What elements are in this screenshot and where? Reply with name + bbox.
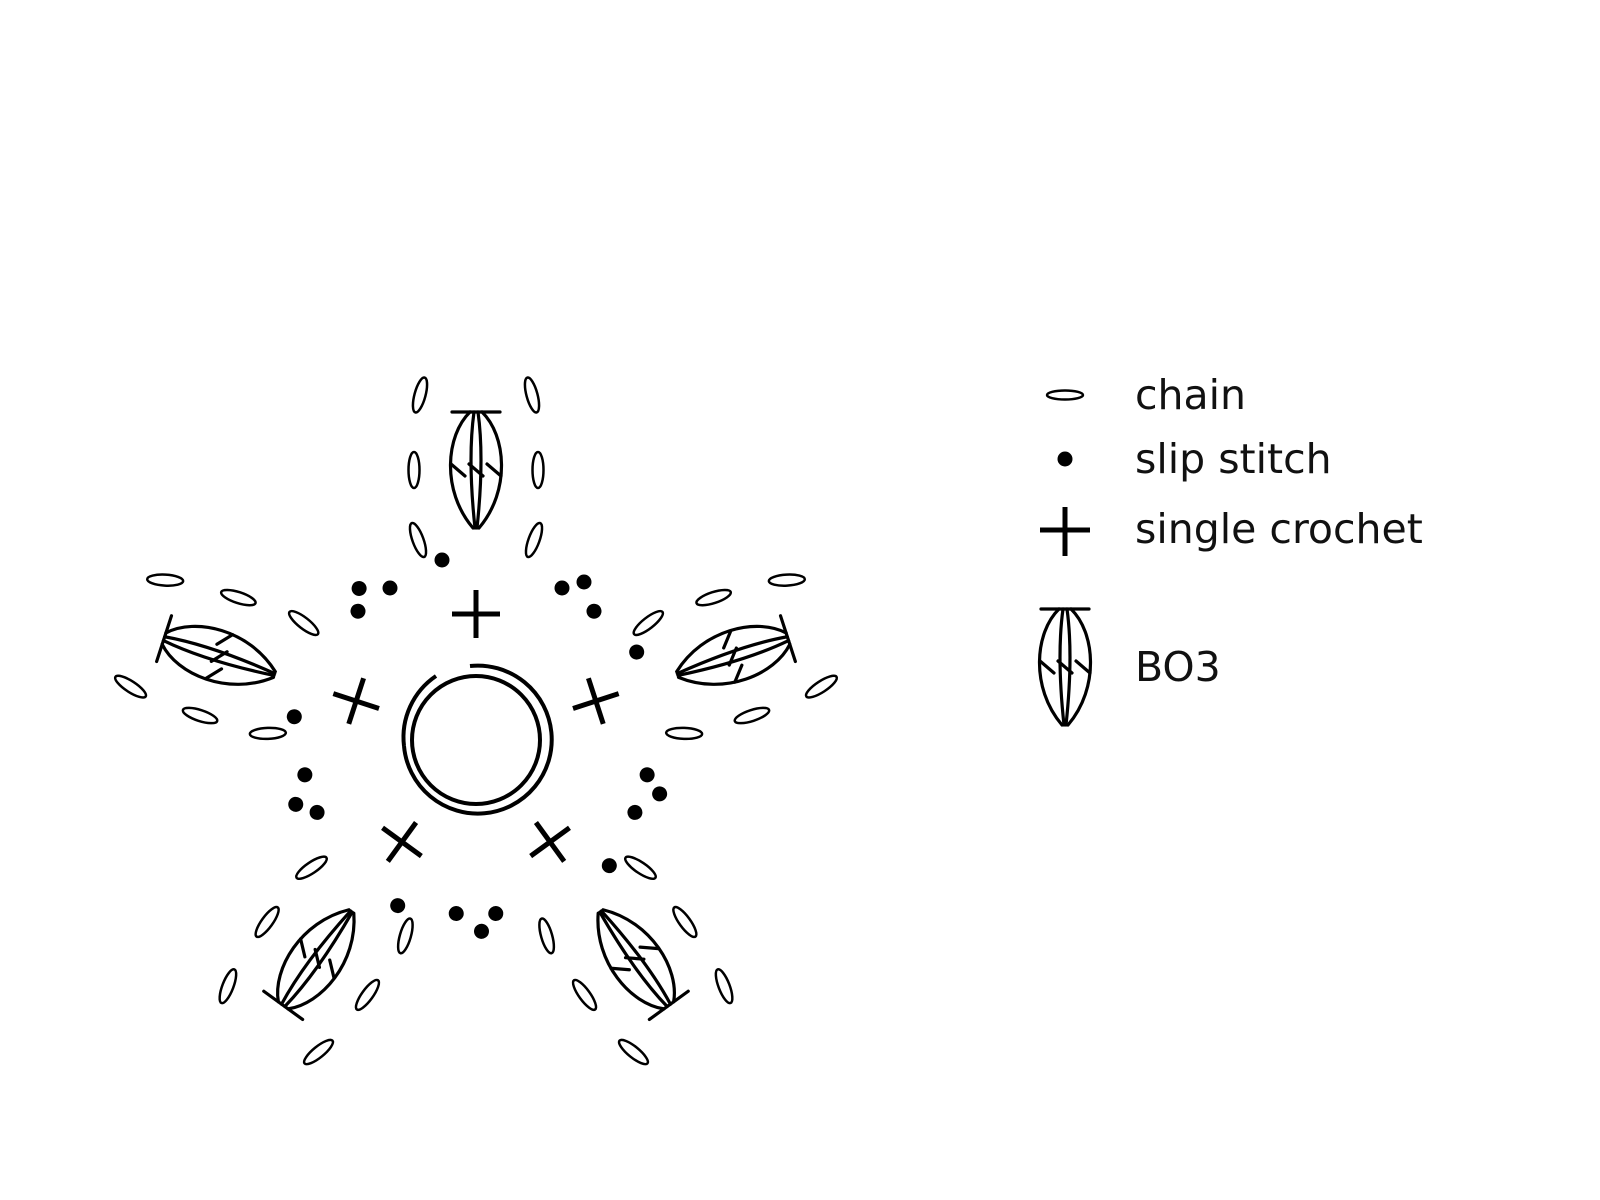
single-crochet-stitch <box>572 677 620 725</box>
chain-stitch <box>617 1038 650 1066</box>
bo3-stitch <box>262 908 356 1022</box>
single-crochet-stitch <box>332 677 380 725</box>
chain-stitch <box>354 978 381 1012</box>
slip-stitch <box>351 580 367 596</box>
bo3-symbol <box>1037 607 1093 727</box>
magic-ring <box>401 663 554 816</box>
chain-stitch <box>113 674 148 699</box>
legend-label-slip-stitch: slip stitch <box>1135 435 1332 483</box>
legend-label-bo3: BO3 <box>1135 643 1221 691</box>
chain-stitch <box>181 706 219 725</box>
chain-stitch <box>407 450 421 490</box>
slip-stitch <box>639 767 655 783</box>
crochet-flower-chart <box>113 376 839 1066</box>
slip-stitch <box>390 898 406 914</box>
slip-stitch <box>448 906 464 922</box>
petal <box>382 376 592 638</box>
single-crochet-icon <box>1040 507 1090 556</box>
slip-stitch-icon <box>1057 451 1073 467</box>
bo3-stitch <box>155 614 277 686</box>
chain-stitch <box>254 905 280 939</box>
slip-stitch <box>627 804 643 820</box>
chain-stitch <box>218 968 238 1005</box>
bo3-icon <box>1037 607 1093 727</box>
petal <box>113 573 380 783</box>
slip-stitch <box>382 580 398 596</box>
chain-stitch <box>295 855 329 881</box>
slip-stitch <box>576 574 592 590</box>
chain-stitch <box>571 978 598 1012</box>
single-crochet-stitch <box>452 590 500 638</box>
chain-stitch <box>408 521 428 559</box>
legend-item-slip-stitch: slip stitch <box>1057 435 1332 483</box>
slip-stitch <box>434 552 450 568</box>
slip-stitch <box>297 767 313 783</box>
petal <box>473 804 734 1066</box>
chain-stitch <box>632 609 665 637</box>
single-crochet-stitch <box>529 821 571 863</box>
bo3-stitch <box>448 410 504 530</box>
chain-stitch <box>396 917 414 955</box>
chain-stitch <box>623 855 657 881</box>
chain-stitch <box>714 968 734 1005</box>
chain-stitch <box>538 917 556 955</box>
chain-stitch <box>523 376 541 414</box>
legend-label-single-crochet: single crochet <box>1135 505 1423 553</box>
chain-stitch <box>411 376 429 414</box>
bo3-stitch <box>596 908 690 1022</box>
chain-stitch <box>524 521 544 559</box>
slip-stitch <box>286 709 302 725</box>
slip-stitch <box>601 858 617 874</box>
slip-stitch <box>586 603 602 619</box>
chain-icon <box>1045 389 1085 401</box>
chain-stitch <box>219 588 257 607</box>
slip-stitch <box>350 603 366 619</box>
slip-stitch <box>629 644 645 660</box>
chain-stitch <box>248 726 288 741</box>
slip-stitch <box>488 906 504 922</box>
legend-label-chain: chain <box>1135 371 1246 419</box>
bo3-stitch <box>675 614 797 686</box>
chain-stitch <box>145 573 185 587</box>
slip-stitch <box>554 580 570 596</box>
slip-stitch <box>309 804 325 820</box>
legend-item-bo3: BO3 <box>1037 607 1221 727</box>
petal <box>572 573 839 802</box>
slip-stitch <box>473 923 489 939</box>
chain-stitch <box>302 1038 335 1066</box>
chain-stitch <box>531 450 545 490</box>
chain-stitch <box>287 609 320 637</box>
chain-stitch <box>767 573 807 587</box>
petal <box>218 796 464 1066</box>
legend: chain slip stitch single crochet BO3 <box>1037 371 1423 727</box>
legend-item-chain: chain <box>1045 371 1246 419</box>
chain-stitch <box>733 706 771 725</box>
legend-item-single-crochet: single crochet <box>1040 505 1423 556</box>
slip-stitch <box>652 786 668 802</box>
chain-stitch <box>664 726 704 741</box>
slip-stitch <box>288 796 304 812</box>
chain-stitch <box>695 588 733 607</box>
chain-stitch <box>804 674 839 699</box>
chain-stitch <box>672 905 698 939</box>
single-crochet-stitch <box>381 821 423 863</box>
